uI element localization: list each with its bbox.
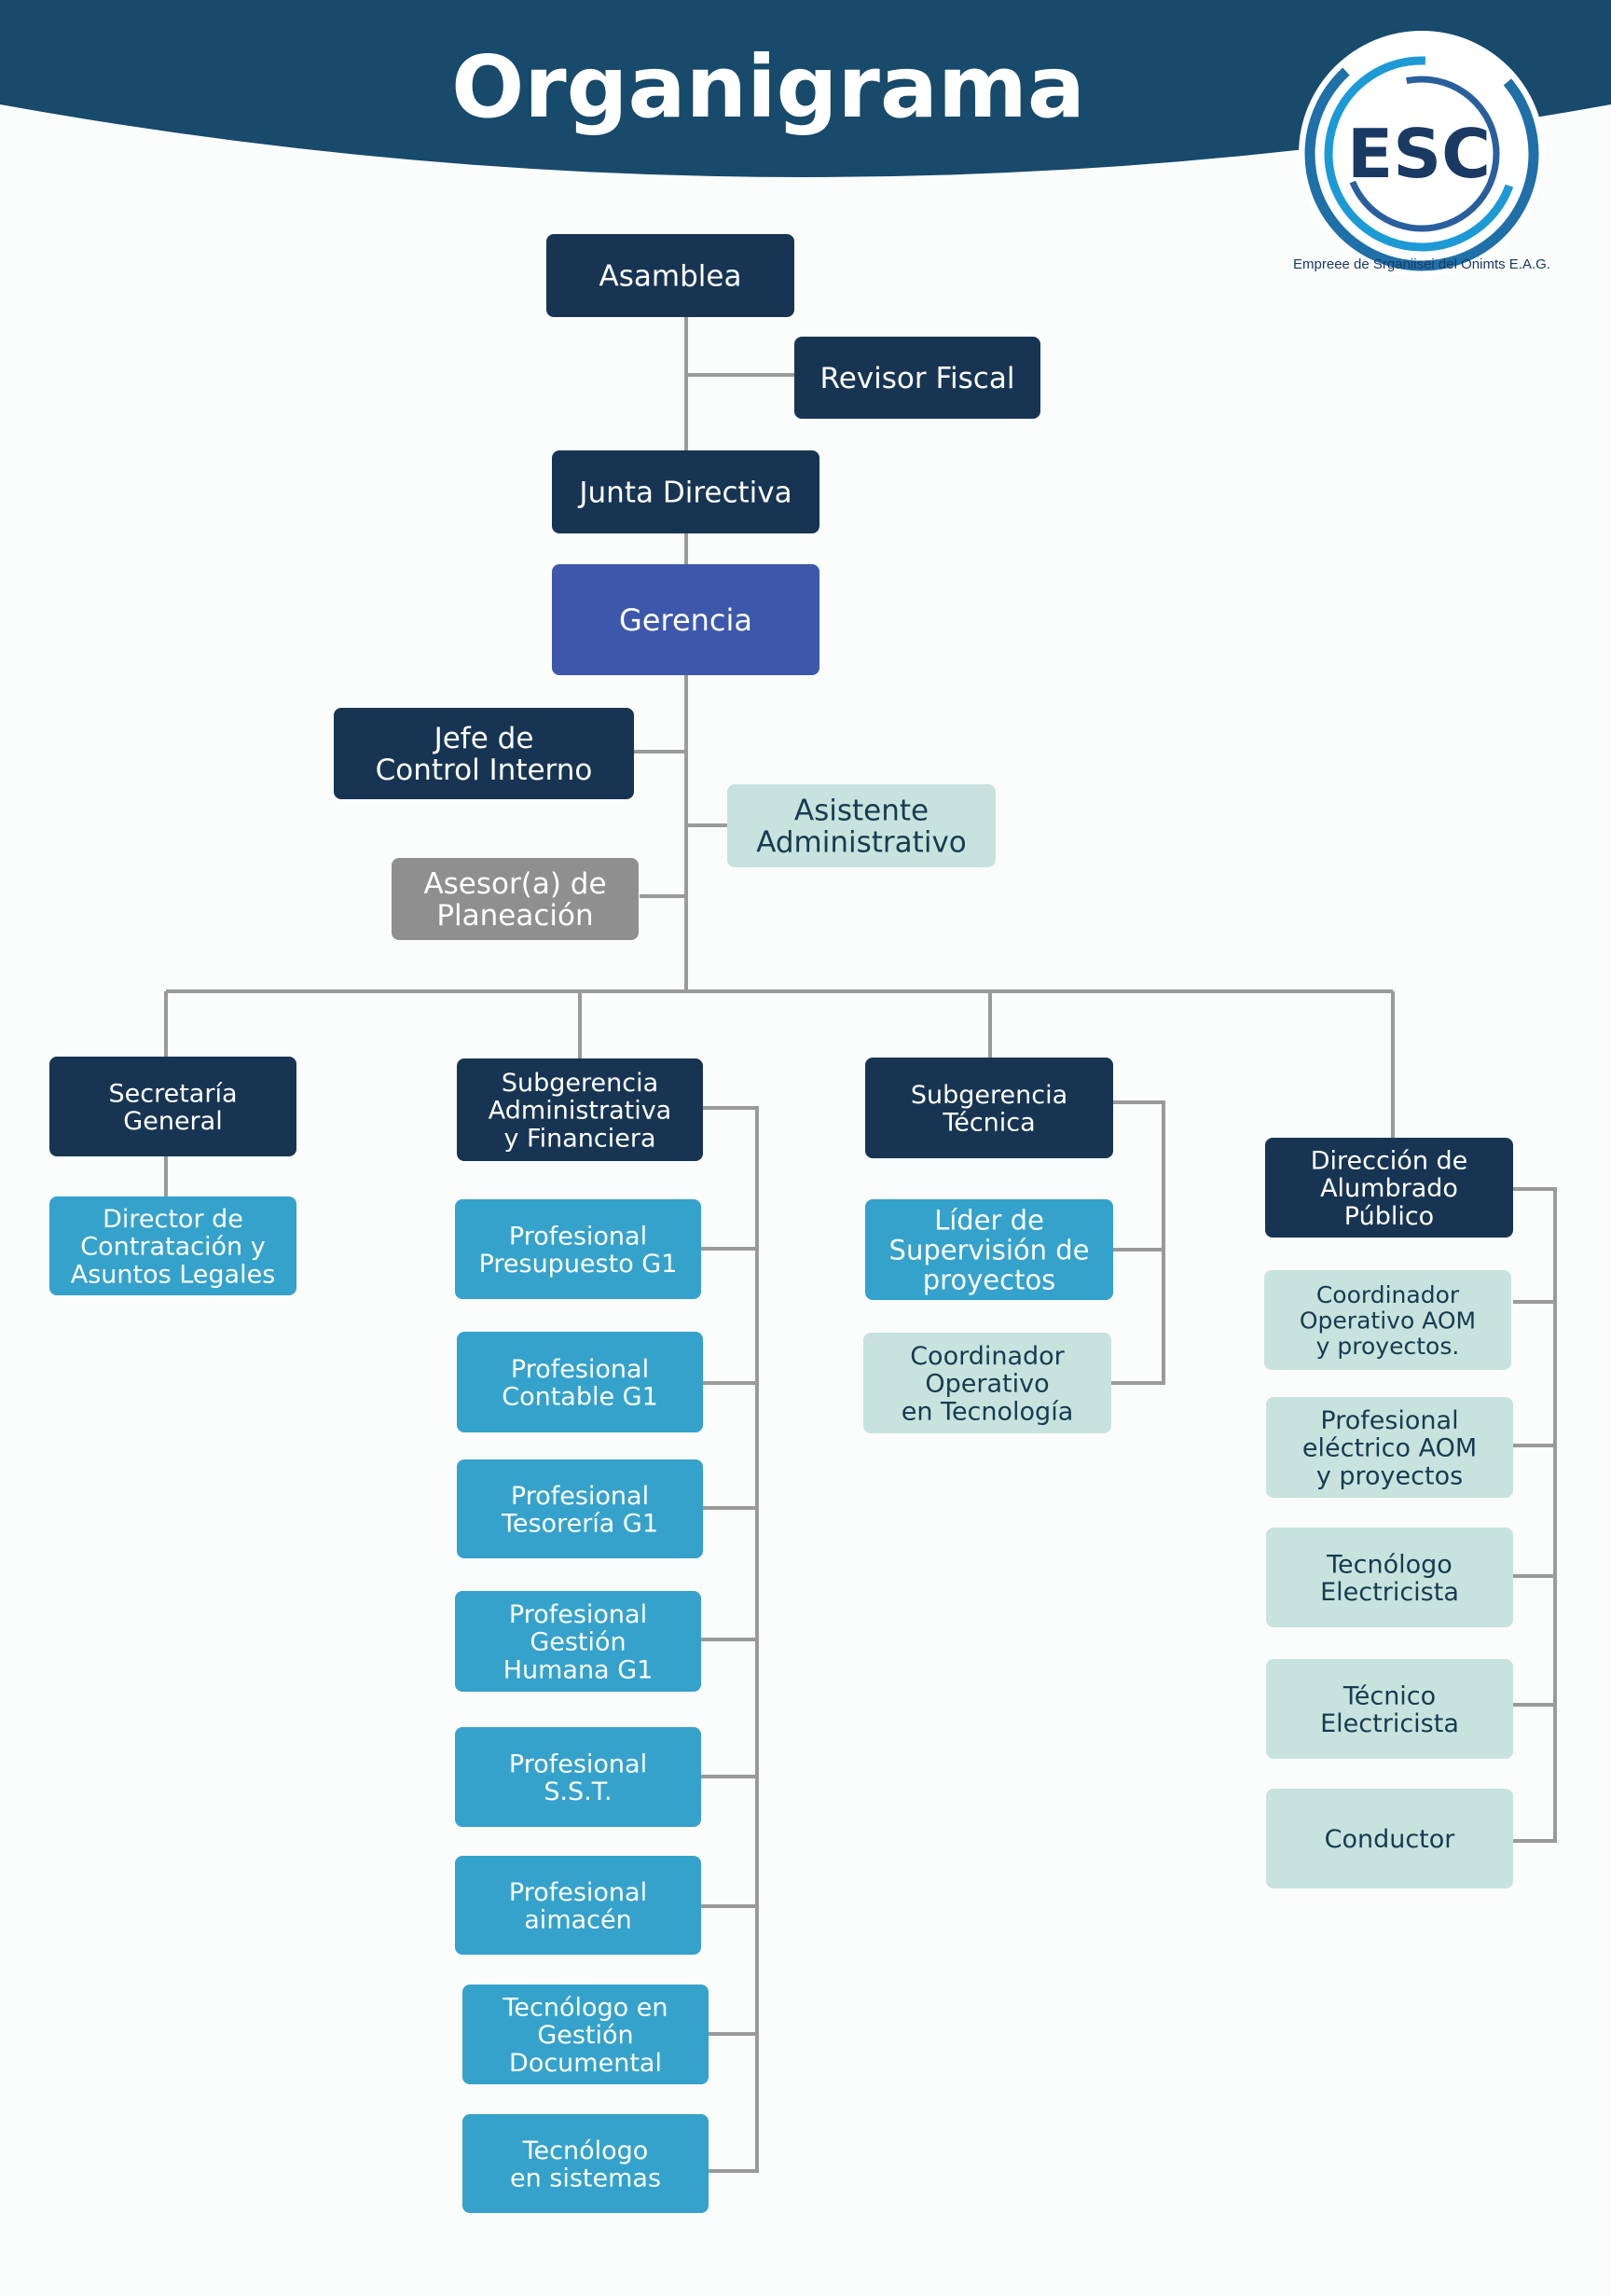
node-box	[1266, 1528, 1513, 1627]
node-label: Junta Directiva	[577, 477, 792, 510]
node-box	[457, 1332, 703, 1432]
node-box	[552, 450, 819, 533]
node-box	[794, 337, 1040, 419]
node-box	[462, 1985, 709, 2084]
node-label: Gerencia	[619, 602, 752, 638]
page-title: Organigrama	[451, 37, 1085, 137]
node-box	[455, 1856, 701, 1955]
node-box	[457, 1459, 703, 1558]
node-box	[727, 784, 996, 867]
node-box	[455, 1199, 701, 1299]
header-banner	[0, 0, 1611, 177]
node-label: Asamblea	[599, 260, 742, 294]
node-box	[455, 1591, 701, 1692]
node-box	[49, 1057, 296, 1156]
node-box	[1264, 1270, 1511, 1370]
node-revisor-fiscal: Revisor Fiscal	[794, 337, 1040, 419]
node-box	[1266, 1789, 1513, 1888]
node-box	[546, 234, 794, 317]
node-box	[1265, 1138, 1513, 1238]
node-asamblea: Asamblea	[546, 234, 794, 317]
node-box	[392, 858, 639, 940]
node-junta-directiva: Junta Directiva	[552, 450, 819, 533]
node-box	[334, 708, 634, 799]
node-box	[49, 1196, 296, 1295]
logo-ring-text: Empreee de Srganiisei del Onimts E.A.G.	[1293, 256, 1550, 272]
node-box	[457, 1058, 703, 1161]
node-label: Revisor Fiscal	[820, 362, 1015, 395]
node-gerencia: Gerencia	[552, 564, 819, 675]
node-box	[865, 1058, 1113, 1158]
node-box	[552, 564, 819, 675]
node-label: Conductor	[1325, 1825, 1456, 1854]
company-logo: ESC Empreee de Srganiisei del Onimts E.A…	[1293, 31, 1550, 277]
node-conductor: Conductor	[1266, 1789, 1513, 1888]
node-box	[455, 1727, 701, 1827]
connectors	[164, 317, 1557, 2173]
node-box	[1266, 1659, 1513, 1759]
node-box	[462, 2114, 709, 2213]
node-box	[1266, 1397, 1513, 1498]
node-box	[865, 1199, 1113, 1300]
node-box	[863, 1333, 1111, 1433]
logo-mark: ESC	[1347, 115, 1491, 193]
